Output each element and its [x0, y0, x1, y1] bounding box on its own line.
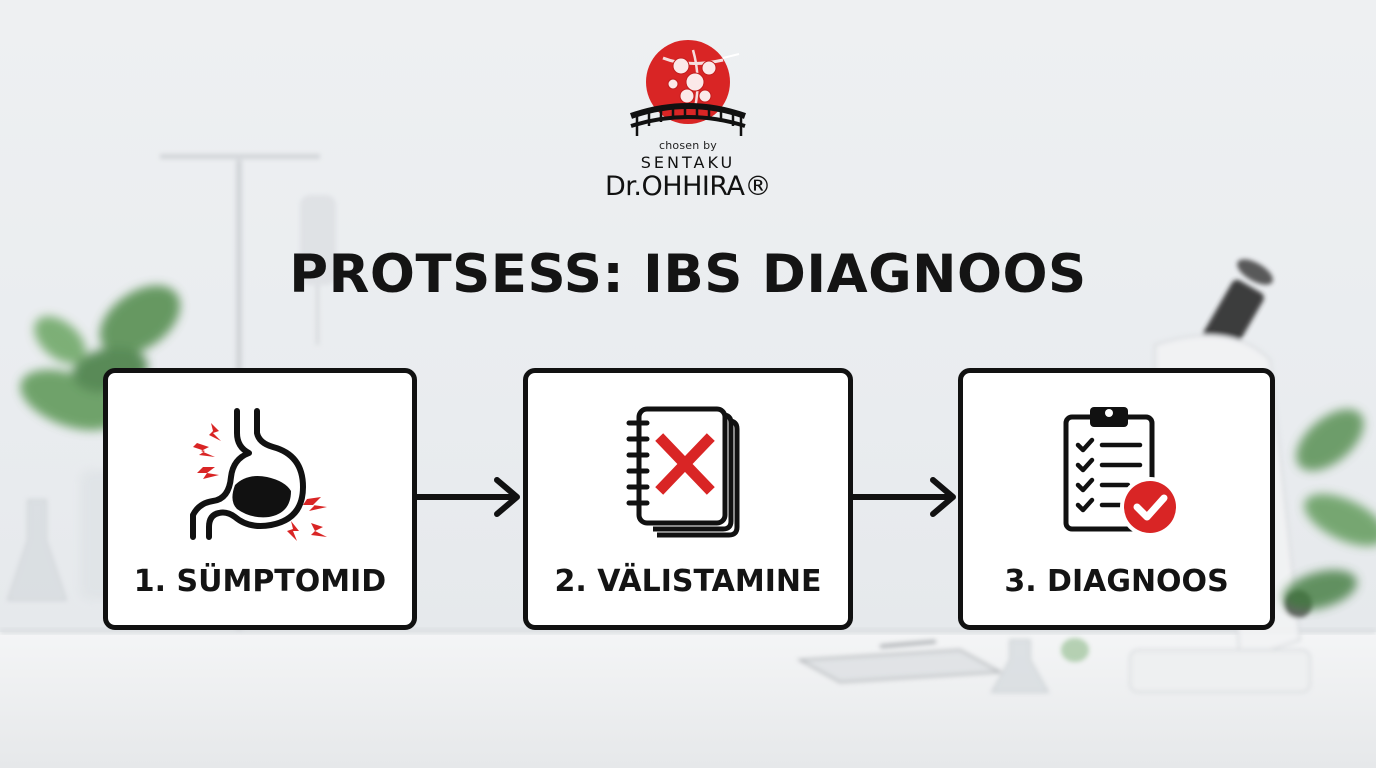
step-card-exclusion: 2. VÄLISTAMINE [523, 368, 853, 630]
page-title: PROTSESS: IBS DIAGNOOS [289, 244, 1087, 305]
plant-right [1283, 409, 1376, 610]
brand-logo: chosen by SENTAKU Dr.OHHIRA® [600, 38, 776, 202]
flask-left [6, 499, 68, 601]
step-label: 2. VÄLISTAMINE [554, 564, 822, 599]
step-label: 1. SÜMPTOMID [133, 564, 387, 599]
arrow-right-icon [853, 477, 956, 517]
table-items [796, 638, 1089, 693]
logo-tagline: chosen by [658, 139, 717, 152]
step-card-diagnosis: 3. DIAGNOOS [958, 368, 1275, 630]
step-card-symptoms: 1. SÜMPTOMID [103, 368, 417, 630]
logo-sentaku: SENTAKU [640, 153, 736, 172]
clipboard-check-icon [1063, 407, 1180, 537]
arrow-right-icon [417, 477, 520, 517]
notebook-cross-icon [626, 406, 740, 538]
logo-brand-name: Dr.OHHIRA® [605, 171, 771, 202]
sentaku-emblem-icon [630, 40, 746, 136]
step-label: 3. DIAGNOOS [1004, 564, 1229, 599]
stomach-pain-icon [190, 408, 327, 541]
